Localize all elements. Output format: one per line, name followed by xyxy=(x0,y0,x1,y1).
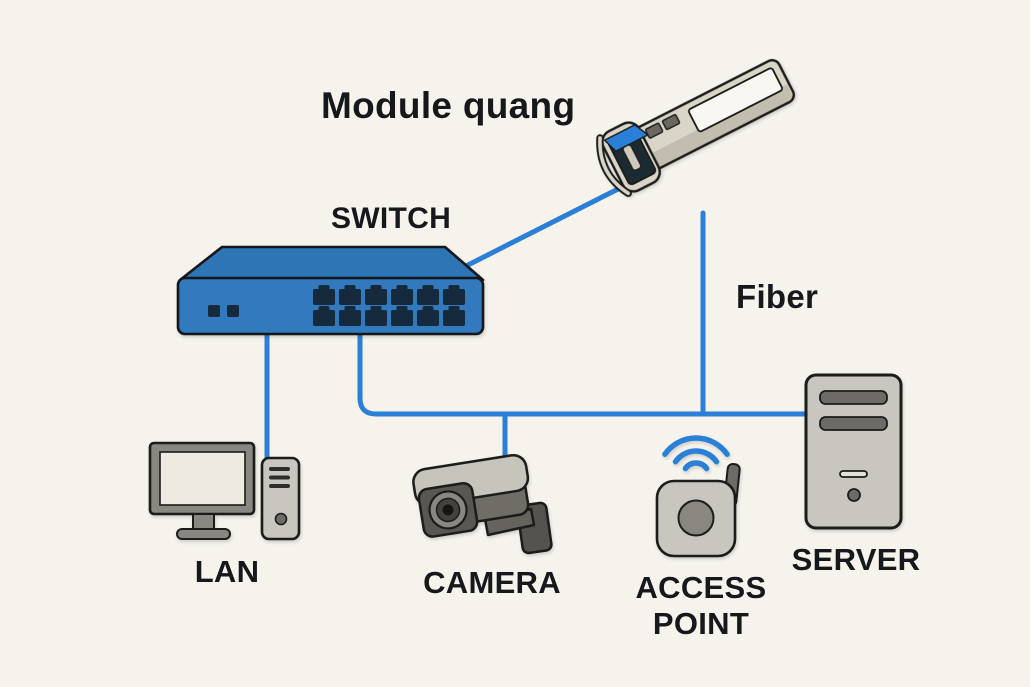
server-bay-2 xyxy=(819,416,888,431)
server-power-button xyxy=(847,488,861,502)
switch-top-face xyxy=(178,245,485,282)
switch-label: SWITCH xyxy=(331,202,452,235)
access-point-icon xyxy=(655,435,741,558)
camera-label: CAMERA xyxy=(423,565,561,600)
pc-power-button xyxy=(274,512,288,526)
server-body xyxy=(804,373,903,530)
connection-module-to-switch xyxy=(463,185,623,269)
access-point-led xyxy=(677,499,715,537)
camera-lens-center xyxy=(442,504,454,516)
module-label-area xyxy=(687,67,783,133)
switch-leds xyxy=(208,305,239,317)
access-point-label: ACCESS POINT xyxy=(636,570,767,642)
connection-switch-to-bus xyxy=(357,323,813,417)
camera-icon xyxy=(412,453,553,555)
module-quang-label: Module quang xyxy=(321,85,576,126)
server-bay-1 xyxy=(819,390,888,405)
server-slot xyxy=(839,470,868,478)
monitor-base xyxy=(176,528,231,540)
lan-label: LAN xyxy=(194,554,260,589)
access-point-label-line2: POINT xyxy=(652,606,750,641)
connection-lines xyxy=(264,185,813,473)
lan-computer-icon xyxy=(148,441,301,541)
server-label: SERVER xyxy=(791,542,921,577)
optical-module-icon xyxy=(596,59,796,197)
fiber-label: Fiber xyxy=(736,278,819,315)
access-point-label-line1: ACCESS xyxy=(635,570,767,605)
switch-icon xyxy=(176,245,485,336)
server-icon xyxy=(804,373,903,530)
monitor-screen xyxy=(159,451,246,506)
wifi-signal-icon xyxy=(662,435,730,472)
pc-tower-vents xyxy=(269,467,290,488)
